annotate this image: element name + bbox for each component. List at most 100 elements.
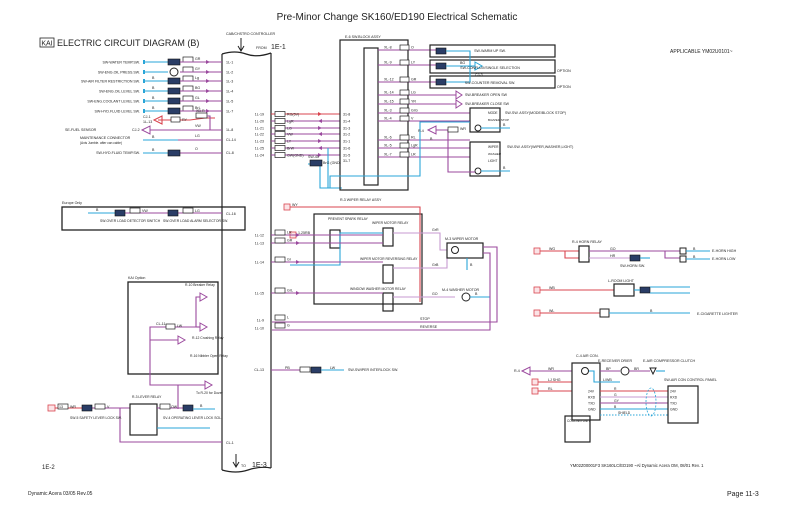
- wire-color-label: VW: [287, 132, 293, 136]
- block-pin-label: XL-8: [384, 46, 392, 50]
- left-input-wires: [140, 56, 222, 157]
- wire-color-label: GR: [195, 57, 201, 61]
- kai-option-title: KAI Option: [128, 276, 145, 280]
- cj1-pin-label: 1L-13: [143, 120, 152, 124]
- wire-color-label: B: [614, 405, 617, 409]
- nibbler-open-relay-label: R-16 Nibbler Open Relay: [190, 354, 228, 358]
- to-ref: 1E-3: [252, 462, 267, 469]
- block-pin-label: 31-1: [343, 139, 350, 143]
- wire-color-label: OW: [171, 405, 178, 409]
- air-con-label: C-4 AIR CON.: [576, 354, 599, 358]
- reverse-label: REVERSE: [420, 325, 438, 329]
- wire-color-label: LR: [411, 153, 416, 157]
- lever-lock-sol-label: SV-4 OPERATING LEVER LOCK SOL.: [163, 416, 222, 420]
- wire-color-label: LgR: [411, 144, 418, 148]
- wire-color-label: GR: [411, 78, 417, 82]
- ground-wire-label: B: [152, 148, 155, 152]
- input-switch-label: SW-HYD.FLUID LEVEL SW.: [94, 109, 140, 113]
- wire-color-label: GrR: [432, 228, 439, 232]
- washer-motor-relay-label: WINDOW WASHER MOTOR RELAY: [350, 287, 407, 291]
- wire-color-label: G: [614, 393, 617, 397]
- prevent-spark-relay-label: PREVENT SPARK RELAY: [328, 217, 369, 221]
- wire-color-label: BP: [606, 367, 611, 371]
- wiper-relay-assy-box: [313, 213, 423, 305]
- ground-wire-label: B: [152, 86, 155, 90]
- wire-color-label: LR: [287, 231, 292, 235]
- input-switch-label: SW-AIR FILTER RESTRICTION SW.: [81, 79, 140, 83]
- block-pin-label: XL-9: [384, 61, 392, 65]
- ground-wire-label: B: [470, 263, 473, 267]
- controller-pin-label: 1L-9: [257, 318, 264, 322]
- input-switch-label: SW-ENG.OIL PRESS.SW.: [98, 70, 140, 74]
- wire-color-label: LY: [287, 139, 292, 143]
- sub-switch-label: SW-45: [308, 155, 319, 159]
- wiper-motor-label: M-3 WIPER MOTOR: [445, 237, 479, 241]
- wire-color-label: GrL: [287, 289, 293, 293]
- arrow-down-icon: [237, 38, 245, 52]
- block-pin-label: 31-2: [343, 132, 350, 136]
- block-pin-label: 31-6: [343, 146, 350, 150]
- input-switch-label: SW-WATER TEMP.SW.: [102, 60, 140, 64]
- aircon-circuit: [520, 362, 699, 443]
- option-label: OPTION: [557, 69, 571, 73]
- receiver-drier-label: E-RECEIVER DRIER: [598, 359, 633, 363]
- arrow-icon: [296, 233, 300, 237]
- wire-color-label: L/WB: [603, 378, 612, 382]
- wire-color-label: RL: [411, 136, 416, 140]
- block-pin-label: XL-4: [384, 117, 392, 121]
- block-pin-label: 31-3: [343, 126, 350, 130]
- wire-color-label: GY: [195, 67, 201, 71]
- wire-color-label: LY: [411, 61, 416, 65]
- ground-wire-label: B: [693, 247, 696, 251]
- wire-color-label: LJ SHG: [548, 378, 561, 382]
- controller-pin-label: CL-1: [226, 441, 234, 445]
- kai-badge: KAI: [41, 41, 52, 48]
- wiper-switch-assy-label: SW-SW. ASSY(WIPER,WASHER,LIGHT): [507, 145, 573, 149]
- cj2-label: CJ-2: [132, 128, 140, 132]
- page-number: Page 11-3: [727, 491, 759, 498]
- wire-color-label: GR: [287, 239, 293, 243]
- block-pin-label: XL-15: [384, 100, 394, 104]
- fuse-label: 13: [59, 405, 63, 409]
- controller-pin-label: 1L-24: [255, 153, 264, 157]
- horn-circuit: [533, 245, 710, 318]
- cl-label: CL-11: [156, 322, 166, 326]
- wiper-motor-box: [446, 242, 484, 259]
- wiper-motor-relay-label: WIPER MOTOR RELAY: [372, 221, 409, 225]
- wire-color-label: WR: [70, 405, 76, 409]
- arrow-icon: [206, 99, 210, 103]
- arrow-icon: [318, 112, 322, 116]
- wiper-interlock-switch-label: SW-SWIPER INTERLOCK SW.: [348, 368, 398, 372]
- page-title: Pre-Minor Change SK160/ED190 Electrical …: [277, 12, 518, 23]
- wire-color-label: RG(5V): [287, 112, 299, 116]
- reversing-relay-label: WIPER MOTOR REVERSING RELAY: [360, 257, 418, 261]
- buzzer-stop-label: BUZZER STOP: [488, 118, 509, 122]
- wire-color-label: BR: [634, 367, 639, 371]
- panel-terminal-label: 24V: [670, 389, 677, 393]
- wire-color-label: WG: [549, 247, 555, 251]
- controller-pin-label: 1L-8: [226, 128, 233, 132]
- wire-color-label: LG: [287, 126, 292, 130]
- overload-detector-switch-label: SW-OVER LOAD DETECTOR SWITCH: [100, 219, 161, 223]
- panel-terminal-label: TXD: [670, 401, 677, 405]
- panel-terminal-label: GND: [670, 407, 678, 411]
- wire-color-label: PB: [285, 366, 290, 370]
- to-dozer-label: To R-20 for Dozer: [196, 391, 224, 395]
- controller-pin-label: 1L-5: [226, 99, 233, 103]
- wire-color-label: WB: [549, 286, 555, 290]
- wire-color-label: BrW: [287, 146, 295, 150]
- wire-color-label: VW: [142, 209, 148, 213]
- controller-column: [221, 38, 272, 473]
- block-pin-label: XL-12: [384, 78, 394, 82]
- r4-label: R-4: [418, 129, 424, 133]
- ground-wire-label: B: [152, 96, 155, 100]
- kai-badge-box: [39, 37, 55, 48]
- wire-color-label: O: [195, 147, 198, 151]
- breaker-relay-label: R-10 Breaker Relay: [185, 283, 215, 287]
- connector-icon: [140, 125, 151, 135]
- lever-relay-label: R-3 LEVER RELAY: [132, 395, 162, 399]
- ground-wire-label: B: [430, 137, 433, 141]
- switch-icon: [167, 58, 181, 66]
- air-con-terminal-label: 24V: [588, 389, 595, 393]
